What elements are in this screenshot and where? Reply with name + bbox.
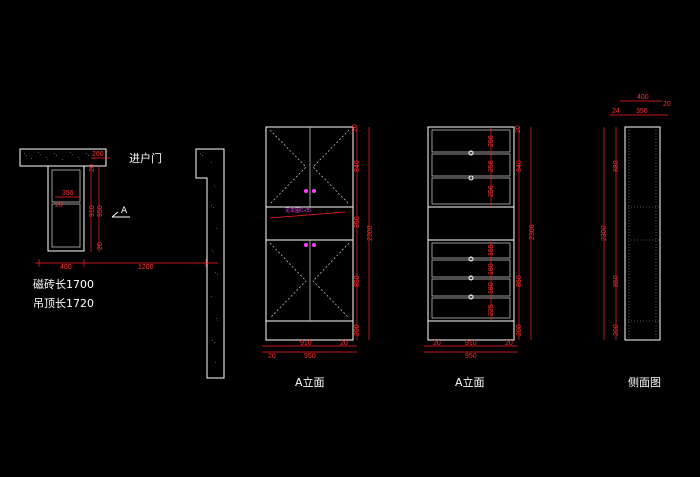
elevation-a-1: 见本图C-05 20 840 350 850 200 2300 910 20 2… xyxy=(262,124,374,389)
elev2-cabinet-outline xyxy=(427,126,515,341)
section-marker-a: A xyxy=(111,206,130,218)
plan-view: A 进户门 磁砖长1700 吊顶长1720 260 356 20 20 910 … xyxy=(19,148,225,379)
side-outline xyxy=(624,126,661,341)
elev1-dim-side-b: 20 xyxy=(340,340,348,347)
plan-dim-400: 400 xyxy=(60,264,72,271)
elev2-dim-256b: 256 xyxy=(488,160,495,172)
side-dim-24: 24 xyxy=(612,108,620,115)
elev2-dim-850: 850 xyxy=(516,275,523,287)
elev2-dim-20: 20 xyxy=(515,125,522,133)
elev2-dim-200: 200 xyxy=(516,324,523,336)
plan-dim-left: 20 xyxy=(55,202,63,209)
side-dim-880: 880 xyxy=(613,160,620,172)
elev2-dim-910: 910 xyxy=(465,340,477,347)
side-title: 侧面图 xyxy=(628,376,661,389)
elev1-dim-950: 950 xyxy=(304,353,316,360)
tile-length-label: 磁砖长1700 xyxy=(33,277,94,291)
elev1-note: 见本图C-05 xyxy=(285,207,311,214)
plan-dim-950: 950 xyxy=(97,205,104,217)
elev2-dim-155: 155 xyxy=(488,244,495,256)
section-marker-label: A xyxy=(121,206,128,216)
side-dim-356: 356 xyxy=(636,108,648,115)
elev2-dim-lines xyxy=(424,127,532,353)
plan-dimension-lines xyxy=(35,157,218,267)
ceiling-length-label: 吊顶长1720 xyxy=(33,297,94,310)
elev1-dim-840: 840 xyxy=(354,160,361,172)
elev2-dim-180b: 180 xyxy=(488,282,495,294)
elev2-dim-840: 840 xyxy=(516,160,523,172)
side-dim-20: 20 xyxy=(663,101,671,108)
plan-dim-top: 260 xyxy=(92,151,104,158)
elev2-dim-225: 225 xyxy=(488,304,495,316)
right-wall xyxy=(195,148,225,379)
elev1-dim-lines xyxy=(262,127,370,353)
elev2-dim-side-b: 20 xyxy=(505,340,513,347)
elev2-title: A立面 xyxy=(455,375,485,389)
elev2-dim-950: 950 xyxy=(465,353,477,360)
elev1-dim-350: 350 xyxy=(354,216,361,228)
plan-dim-1200: 1200 xyxy=(138,264,154,271)
side-dim-200: 200 xyxy=(613,324,620,336)
elev2-dim-2300: 2300 xyxy=(529,224,536,240)
side-dim-2300: 2300 xyxy=(601,225,608,241)
elev1-dim-910: 910 xyxy=(300,340,312,347)
elev2-dim-side-a: 20 xyxy=(433,340,441,347)
plan-dim-side-a: 20 xyxy=(89,164,96,172)
plan-dim-inner: 356 xyxy=(62,190,74,197)
elev1-dim-2300: 2300 xyxy=(367,225,374,241)
elev2-dim-256a: 256 xyxy=(488,135,495,147)
plan-cabinet-inner xyxy=(51,203,81,248)
entry-door-label: 进户门 xyxy=(129,151,162,165)
plan-dim-910: 910 xyxy=(89,205,96,217)
elev1-title: A立面 xyxy=(295,375,325,389)
elev1-dim-side-a: 20 xyxy=(268,353,276,360)
side-dim-400: 400 xyxy=(637,94,649,101)
right-wall-hatch xyxy=(199,152,219,365)
elev1-dim-200: 200 xyxy=(354,324,361,336)
side-view: 400 24 356 20 880 2300 850 200 侧面图 xyxy=(601,94,671,389)
side-dim-850: 850 xyxy=(613,275,620,287)
plan-dim-side-b: 20 xyxy=(97,242,104,250)
plan-cabinet-upper xyxy=(51,169,81,203)
elev2-dim-256c: 256 xyxy=(488,185,495,197)
elev1-cabinet-outline xyxy=(265,126,354,341)
side-dim-lines xyxy=(603,100,668,340)
elev2-dim-180a: 180 xyxy=(488,263,495,275)
elev1-dim-20: 20 xyxy=(352,124,359,132)
elevation-a-2: 20 256 256 256 840 2300 155 180 180 225 … xyxy=(424,125,536,389)
elev1-dim-850: 850 xyxy=(354,275,361,287)
plan-cabinet xyxy=(47,165,85,252)
